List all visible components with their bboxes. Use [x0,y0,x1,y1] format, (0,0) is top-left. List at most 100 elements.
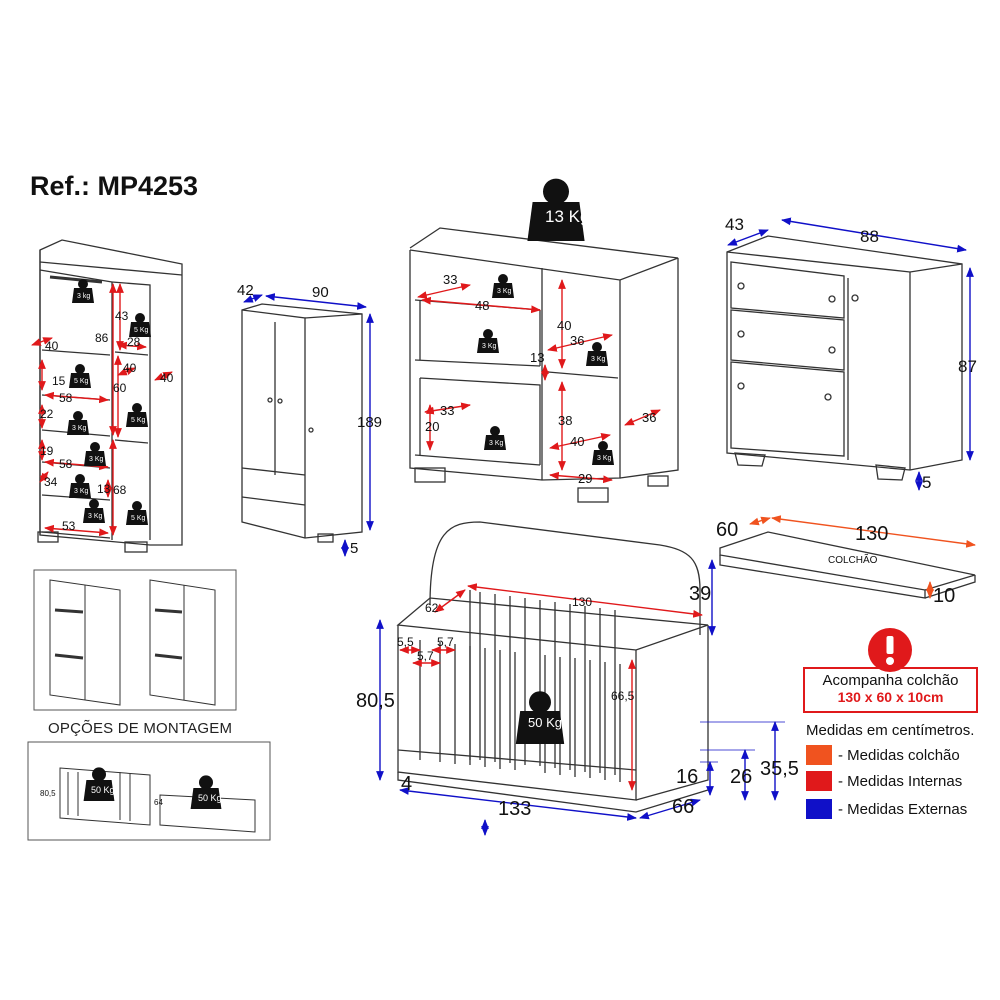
crib-measures-internal [399,583,703,791]
weight-icon: 5 Kg [126,501,148,525]
legend-label-colchao: - Medidas colchão [838,746,960,764]
montagem-box-bottom [27,741,271,841]
dresser-width: 88 [860,227,879,246]
svg-text:48: 48 [475,298,489,313]
crib-headboard: 39 [689,583,711,605]
wardrobe-width: 90 [312,284,329,301]
units-note: Medidas em centímetros. [806,722,975,739]
dresser-open-drawing [409,227,679,503]
weight-icon: 3 Kg [586,342,608,366]
legend-label-internas: - Medidas Internas [838,772,963,790]
mattress-length: 130 [855,523,888,545]
dresser-open-measures [417,279,661,484]
svg-text:20: 20 [425,419,439,434]
svg-text:68: 68 [113,483,127,497]
svg-text:40: 40 [45,339,59,353]
reference-code: Ref.: MP4253 [30,171,199,201]
svg-text:43: 43 [115,309,129,323]
mattress-drawing [719,531,976,599]
svg-text:5,5: 5,5 [397,635,414,649]
weight-icon: 3 Kg [484,426,506,450]
wardrobe-closed-measures [243,293,374,557]
mattress-notice-line2: 130 x 60 x 10cm [837,689,944,705]
mattress-depth: 60 [716,519,738,541]
svg-text:38: 38 [558,413,572,428]
svg-text:5,7: 5,7 [437,635,454,649]
weight-icon: 3 Kg [67,411,89,435]
svg-text:33: 33 [443,272,457,287]
weight-icon: 5 Kg [129,313,151,337]
legend-colchao: - Medidas colchão [806,744,960,766]
svg-text:13: 13 [97,482,111,496]
svg-text:28: 28 [127,335,141,349]
crib-drawing [396,521,709,813]
svg-text:58: 58 [59,391,73,405]
crib-ext-guides [700,721,785,763]
svg-text:86: 86 [95,331,109,345]
weight-icon: 3 Kg [592,441,614,465]
weight-icon: 3 Kg [83,499,105,523]
svg-text:5,7: 5,7 [417,649,434,663]
svg-text:3 Kg: 3 Kg [482,343,497,350]
wardrobe-open-labels: 43 86 28 40 40 60 15 58 22 19 58 34 13 6… [40,309,174,533]
svg-text:13 Kg: 13 Kg [545,207,589,226]
legend-swatch-internas [806,771,832,791]
montagem-weights: 50 Kg 50 Kg [83,767,222,809]
mattress-thickness: 10 [933,585,955,607]
crib-height: 80,5 [356,690,395,712]
dresser-open-top-weight: 13 Kg [527,178,589,241]
svg-text:50 Kg: 50 Kg [91,785,115,795]
mattress-measures [749,515,976,599]
wardrobe-closed-drawing [241,303,363,543]
crib-measures-external [376,559,779,836]
svg-text:53: 53 [62,519,76,533]
crib-length: 133 [498,798,531,820]
svg-text:29: 29 [578,471,592,486]
svg-text:50 Kg: 50 Kg [528,715,562,730]
svg-text:66,5: 66,5 [611,689,635,703]
svg-text:22: 22 [40,407,54,421]
svg-text:64: 64 [154,798,163,807]
crib-depth: 66 [672,796,694,818]
dresser-feet: 5 [922,473,931,492]
svg-text:40: 40 [160,371,174,385]
svg-text:19: 19 [40,444,54,458]
legend-label-externas: - Medidas Externas [838,800,968,818]
svg-text:3 Kg: 3 Kg [89,456,104,463]
mattress-notice: Acompanha colchão 130 x 60 x 10cm [803,667,978,713]
weight-icon: 3 Kg [84,442,106,466]
svg-text:3 Kg: 3 Kg [88,513,103,520]
svg-text:5 Kg: 5 Kg [131,417,146,424]
svg-text:33: 33 [440,403,454,418]
wardrobe-height: 189 [357,414,382,431]
weight-icon: 3 kg [72,279,94,303]
svg-text:13: 13 [530,350,544,365]
svg-text:34: 34 [44,475,58,489]
svg-text:15: 15 [52,374,66,388]
svg-text:40: 40 [123,361,137,375]
weight-icon: 5 Kg [69,364,91,388]
montagem-title: OPÇÕES DE MONTAGEM [48,720,233,737]
svg-text:40: 40 [557,318,571,333]
svg-text:3 Kg: 3 Kg [591,356,606,363]
montagem-box-top [33,569,237,711]
svg-text:50 Kg: 50 Kg [198,793,222,803]
dresser-height: 87 [958,357,977,376]
dresser-closed-drawing [726,235,963,481]
svg-text:5 Kg: 5 Kg [74,378,89,385]
svg-text:3 Kg: 3 Kg [489,440,504,447]
svg-text:60: 60 [113,381,127,395]
dresser-depth: 43 [725,215,744,234]
svg-text:3 kg: 3 kg [77,293,90,300]
wardrobe-open-weights: 3 kg 5 Kg 5 Kg 5 Kg 3 Kg 3 Kg 3 Kg 3 Kg … [67,279,151,525]
weight-icon: 3 Kg [69,474,91,498]
wardrobe-open-measures [31,283,173,537]
svg-text:4: 4 [401,773,412,795]
weight-icon: 3 Kg [477,329,499,353]
svg-text:3 Kg: 3 Kg [72,425,87,432]
legend-swatch-externas [806,799,832,819]
legend-swatch-colchao [806,745,832,765]
svg-text:16: 16 [676,766,698,788]
wardrobe-feet: 5 [350,540,358,557]
crib-weight: 50 Kg [515,691,565,744]
